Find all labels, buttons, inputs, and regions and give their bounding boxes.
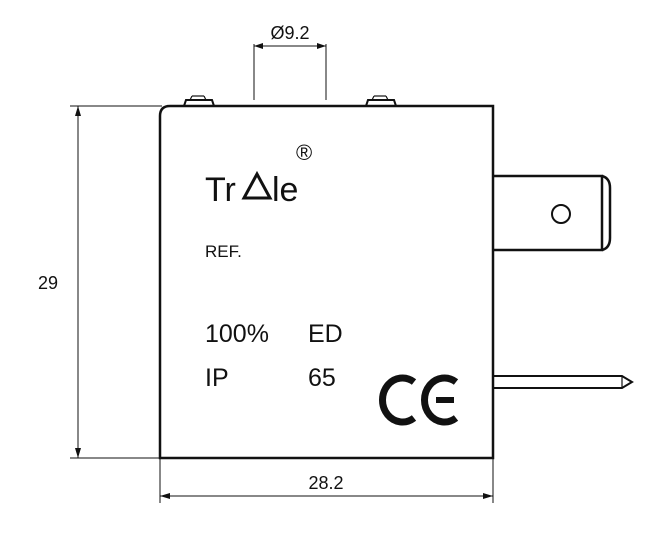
height-dimension: 29	[38, 105, 162, 459]
coil-body	[158, 104, 495, 460]
brand-text-left: Tr	[205, 171, 236, 209]
width-label: 28.2	[308, 473, 343, 493]
ip-label: IP	[205, 364, 229, 392]
registered-mark: ®	[296, 140, 312, 165]
diameter-dimension: Ø9.2	[253, 23, 327, 100]
pin-terminal	[493, 375, 634, 389]
diameter-label: Ø9.2	[270, 23, 309, 43]
top-tab-left	[183, 95, 215, 107]
top-tab-right	[365, 95, 397, 107]
terminal-hole	[551, 204, 571, 224]
triangle-icon	[241, 170, 273, 200]
ip-value: 65	[308, 364, 336, 392]
ce-mark	[379, 374, 459, 426]
brand-logo: Tr le ®	[205, 140, 312, 209]
brand-text-right: le	[272, 171, 298, 209]
duty-value: 100%	[205, 320, 269, 348]
spade-terminal	[493, 174, 612, 252]
width-dimension: 28.2	[159, 458, 494, 503]
ref-label: REF.	[205, 242, 242, 261]
height-label: 29	[38, 273, 58, 293]
duty-unit: ED	[308, 320, 343, 348]
